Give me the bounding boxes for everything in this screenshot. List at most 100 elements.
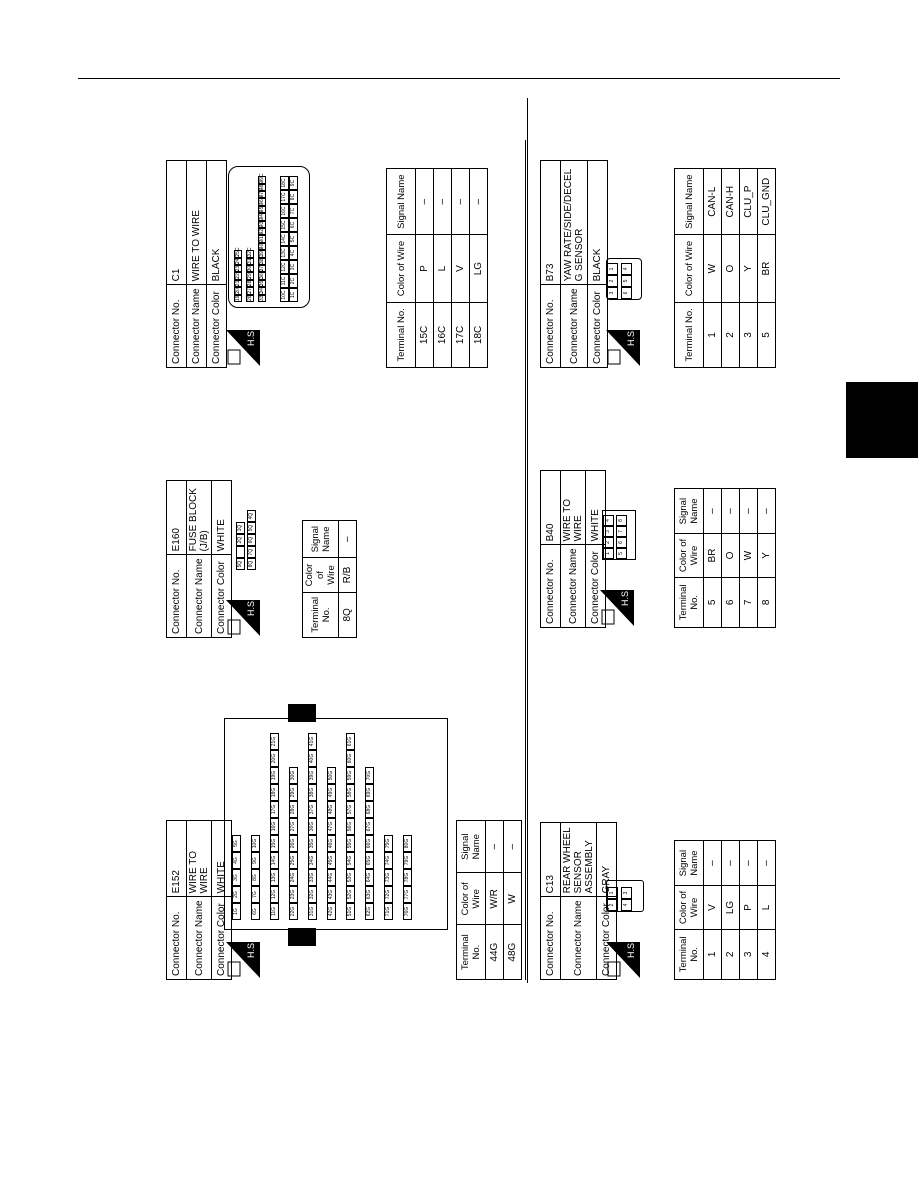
terminal-pin: 44C (258, 210, 266, 221)
terminal-pin: 40C (258, 240, 266, 251)
terminal-pin: 4G (232, 852, 241, 869)
e160-name: FUSE BLOCK (J/B) (186, 480, 212, 555)
terminal-pin: 5 (621, 275, 632, 287)
terminal-pin: 39C (258, 247, 266, 258)
b40-name: WIRE TO WIRE (560, 470, 586, 545)
terminal-pin: 3C (289, 260, 298, 274)
terminal-pin: 46C (258, 195, 266, 206)
terminal-pin: 26C (246, 291, 254, 302)
terminal-pin: 2Q (236, 534, 245, 546)
terminal-pin: 35C (258, 277, 266, 288)
svg-text:H.S.: H.S. (246, 330, 256, 346)
terminal-pin: 3 (607, 287, 618, 299)
c1-no: C1 (166, 160, 187, 285)
terminal-pin: 16C (280, 204, 289, 218)
terminal-pin: 44G (327, 869, 336, 886)
terminal-pin: 48G (327, 801, 336, 818)
terminal-pin: 59G (346, 767, 355, 784)
terminal-pin: 3 (603, 526, 614, 537)
terminal-pin: 11G (270, 903, 279, 920)
terminal-pin: 11C (280, 274, 289, 288)
terminal-pin: 18C (280, 176, 289, 190)
e152-lock-right (288, 704, 316, 722)
terminal-pin: 29C (246, 269, 254, 280)
terminal-pin: 12G (270, 886, 279, 903)
terminal-pin: 5C (289, 232, 298, 246)
terminal-pin: 29G (289, 784, 298, 801)
terminal-pin: 8G (251, 869, 260, 886)
terminal-pin: 28C (246, 277, 254, 288)
terminal-pin: 58G (346, 784, 355, 801)
terminal-pin: 15C (280, 218, 289, 232)
terminal-pin: 40G (308, 750, 317, 767)
terminal-pin: 56G (346, 818, 355, 835)
terminal-pin: 6 (616, 537, 627, 548)
terminal-pin: 53G (346, 869, 355, 886)
terminal-pin: 34C (258, 284, 266, 295)
row-divider (525, 140, 526, 980)
terminal-pin: 54G (346, 852, 355, 869)
terminal-pin: 17C (280, 190, 289, 204)
terminal-pin: 66G (365, 835, 374, 852)
terminal-pin: 78G (403, 869, 412, 886)
terminal-pin: 80G (403, 835, 412, 852)
hs-icon: H.S. (606, 330, 640, 366)
terminal-pin: 27C (246, 284, 254, 295)
terminal-pin: 5Q (236, 558, 245, 570)
terminal-pin: 52G (346, 886, 355, 903)
terminal-pin: 41C (258, 232, 266, 243)
terminal-pin: 24G (289, 869, 298, 886)
terminal-pin: 75G (384, 835, 393, 852)
terminal-pin: 42C (258, 225, 266, 236)
terminal-pin: 32G (308, 886, 317, 903)
terminal-pin (236, 546, 245, 558)
terminal-pin: 6Q (247, 534, 256, 546)
terminal-pin: 30G (289, 767, 298, 784)
terminal-pin: 21G (270, 733, 279, 750)
terminal-pin: 38G (308, 784, 317, 801)
terminal-pin: 33G (308, 869, 317, 886)
terminal-pin: 36G (308, 818, 317, 835)
terminal-pin: 26G (289, 835, 298, 852)
terminal-pin: 5G (232, 835, 241, 852)
terminal-pin: 63G (365, 886, 374, 903)
terminal-pin: 24C (234, 254, 242, 265)
svg-text:H.S.: H.S. (620, 590, 630, 606)
terminal-pin: 23C (234, 262, 242, 273)
terminal-pin: 8C (289, 190, 298, 204)
terminal-pin: 2G (232, 886, 241, 903)
hs-icon: H.S. (600, 590, 634, 626)
svg-text:H.S.: H.S. (246, 942, 256, 958)
terminal-pin: 79G (403, 852, 412, 869)
terminal-pin: 47G (327, 818, 336, 835)
e152-no: E152 (166, 820, 187, 897)
terminal-pin: 22G (289, 903, 298, 920)
terminal-pin: 57G (346, 801, 355, 818)
terminal-pin: 5Q (247, 522, 256, 534)
terminal-pin: 2 (607, 899, 618, 911)
terminal-pin: 4Q (247, 510, 256, 522)
b40-no: B40 (540, 470, 561, 545)
terminal-pin: 73G (384, 869, 393, 886)
page-top-rule (78, 78, 840, 79)
terminal-pin: 62G (365, 903, 374, 920)
terminal-pin: 47C (258, 188, 266, 199)
hs-icon: H.S. (226, 330, 260, 366)
terminal-pin: 7C (289, 204, 298, 218)
